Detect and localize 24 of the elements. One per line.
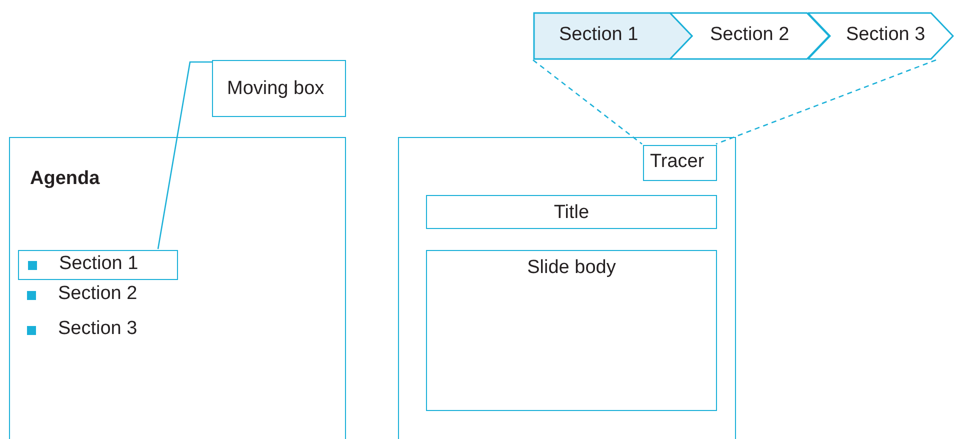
slide-frame [398,137,736,439]
box-label: Section 1 [559,24,638,46]
box-label: Tracer [650,151,704,173]
slide-heading: Agenda [30,168,100,190]
box-label: Section 3 [846,24,926,46]
chevron-step [670,12,830,60]
text-box [426,195,717,229]
box-label: Moving box [227,78,324,100]
dashed-connector [532,59,642,145]
box-label: Section 2 [710,24,790,46]
agenda-item: Section 3 [58,318,138,340]
highlight-box [18,250,178,280]
leader-line [157,61,212,250]
slide-frame [9,137,346,439]
box-label: Title [552,202,590,224]
chevron-step [533,12,693,60]
dashed-connector [716,59,936,145]
text-box [426,250,717,411]
chevron-step [808,12,954,60]
box-label: Slide body [526,257,617,279]
box-label: Section 1 [59,253,138,275]
text-box [212,60,346,117]
text-box [643,145,717,181]
agenda-item: Section 2 [58,283,138,305]
